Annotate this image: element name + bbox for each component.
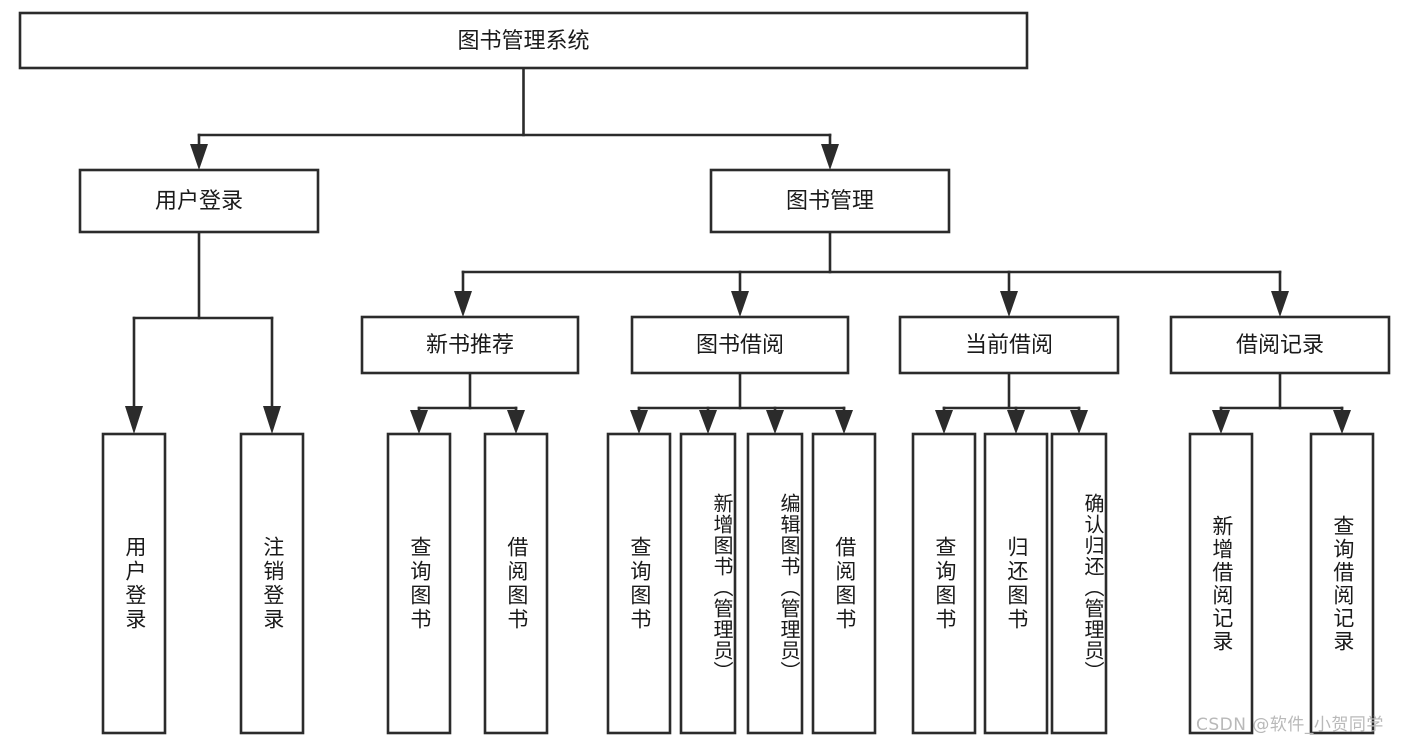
node-new-book-rec-box[interactable] — [360, 315, 580, 375]
arrow-to-current-borrow-icon — [1000, 291, 1018, 317]
node-leaf-return-book-box[interactable] — [983, 432, 1049, 735]
arrow-to-leaf-query-book-rec-icon — [410, 410, 428, 434]
node-leaf-borrow-book-box[interactable] — [811, 432, 877, 735]
node-user-login-label: 用户登录 — [155, 189, 243, 214]
node-book-borrow-label: 图书借阅 — [696, 333, 784, 358]
arrow-to-leaf-return-book-icon — [1007, 410, 1025, 434]
arrow-to-user-login-icon — [190, 144, 208, 170]
arrow-to-new-book-rec-icon — [454, 291, 472, 317]
arrow-to-leaf-confirm-return-admin-icon — [1070, 410, 1088, 434]
arrow-to-leaf-add-book-admin-icon — [699, 410, 717, 434]
arrow-to-book-borrow-icon — [731, 291, 749, 317]
arrow-to-book-manage-icon — [821, 144, 839, 170]
arrow-to-leaf-user-logout-icon — [263, 406, 281, 434]
node-leaf-query-book-rec-box[interactable] — [386, 432, 452, 735]
node-group: 图书管理系统 用户登录 图书管理 新书推荐 图书借阅 当前借阅 借阅记录 — [18, 11, 1391, 735]
arrow-to-leaf-query-borrow-record-icon — [1333, 410, 1351, 434]
node-leaf-user-logout-box[interactable] — [239, 432, 305, 735]
node-leaf-edit-book-admin-box[interactable] — [746, 432, 804, 735]
arrow-to-leaf-query-book-borrow-icon — [630, 410, 648, 434]
node-root-box[interactable] — [18, 11, 1029, 70]
arrow-to-leaf-query-book-cur-icon — [935, 410, 953, 434]
arrow-to-borrow-record-icon — [1271, 291, 1289, 317]
arrow-to-leaf-user-login-icon — [125, 406, 143, 434]
node-leaf-add-book-admin-box[interactable] — [679, 432, 737, 735]
node-current-borrow-box[interactable] — [898, 315, 1120, 375]
node-leaf-borrow-book-rec-box[interactable] — [483, 432, 549, 735]
arrow-to-leaf-borrow-book-icon — [835, 410, 853, 434]
node-borrow-record-box[interactable] — [1169, 315, 1391, 375]
node-root-label: 图书管理系统 — [457, 29, 589, 54]
node-leaf-query-borrow-record-box[interactable] — [1309, 432, 1375, 735]
node-leaf-query-book-borrow-box[interactable] — [606, 432, 672, 735]
arrow-to-leaf-edit-book-admin-icon — [766, 410, 784, 434]
node-current-borrow-label: 当前借阅 — [965, 333, 1053, 358]
node-user-login-box[interactable] — [78, 168, 320, 234]
edge-group — [125, 66, 1351, 434]
node-leaf-add-borrow-record-box[interactable] — [1188, 432, 1254, 735]
arrow-to-leaf-borrow-book-rec-icon — [507, 410, 525, 434]
node-book-borrow-box[interactable] — [630, 315, 850, 375]
node-leaf-user-login-box[interactable] — [101, 432, 167, 735]
node-leaf-query-book-cur-box[interactable] — [911, 432, 977, 735]
arrow-to-leaf-add-borrow-record-icon — [1212, 410, 1230, 434]
node-book-manage-box[interactable] — [709, 168, 951, 234]
node-leaf-confirm-return-admin-box[interactable] — [1050, 432, 1108, 735]
csdn-watermark: CSDN @软件_小贺同学 — [1196, 715, 1384, 735]
node-book-manage-label: 图书管理 — [786, 189, 874, 214]
node-borrow-record-label: 借阅记录 — [1236, 333, 1324, 358]
node-new-book-rec-label: 新书推荐 — [426, 333, 514, 358]
